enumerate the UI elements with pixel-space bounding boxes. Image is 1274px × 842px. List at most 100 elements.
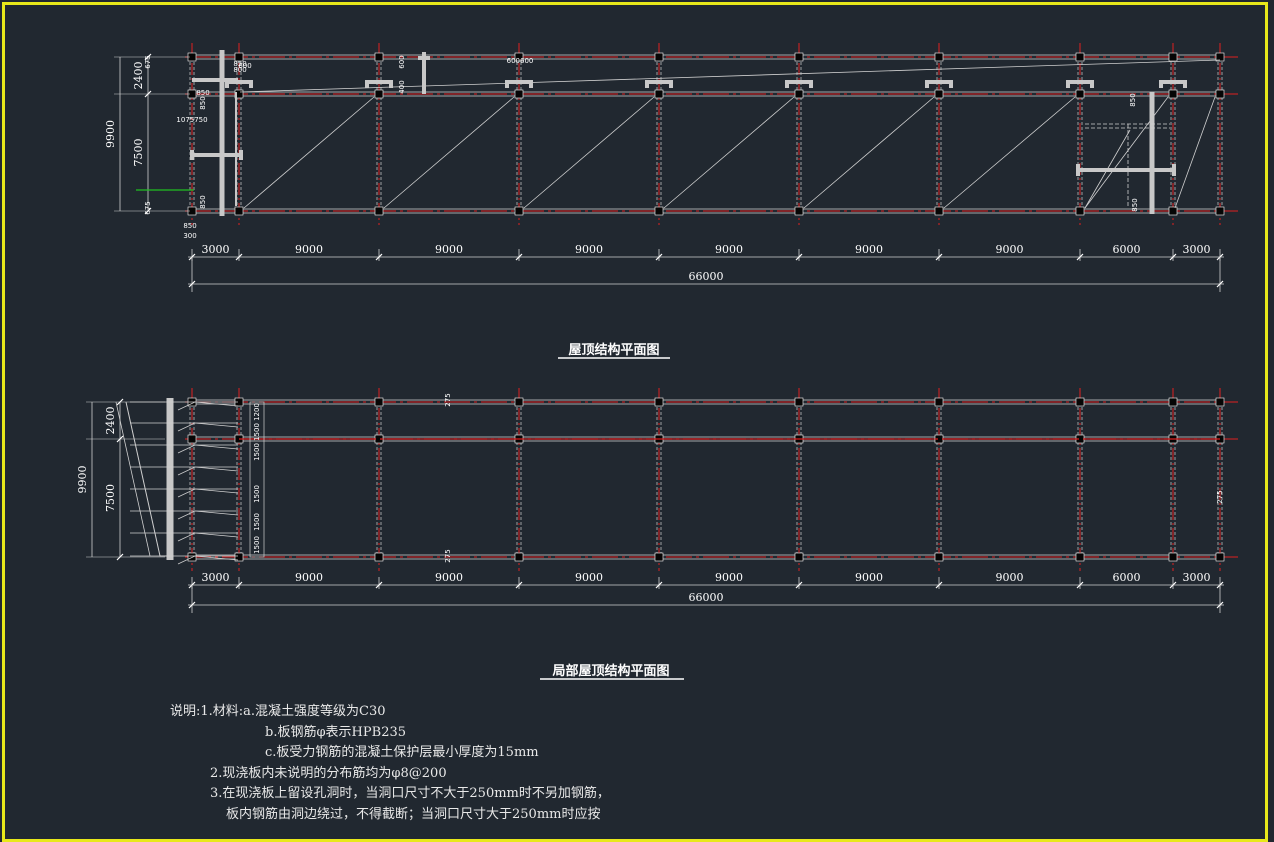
rebar-bar: [190, 78, 243, 160]
span-slash: [1169, 253, 1177, 261]
span-label: 9000: [715, 243, 743, 256]
left-dim-slash: [116, 398, 124, 406]
slab-diagonal-upper: [239, 59, 1221, 93]
column: [514, 397, 524, 407]
note-line-1: 说明:1.材料:a.混凝土强度等级为C30: [170, 704, 386, 719]
note-line-4: 2.现浇板内未说明的分布筋均为φ8@200: [210, 765, 447, 781]
column: [1168, 52, 1178, 62]
span-slash: [795, 253, 803, 261]
cantilever-rib-curve: [177, 401, 239, 411]
column: [374, 89, 384, 99]
rebar-hook: [505, 80, 533, 88]
rebar-size-label: 675: [144, 55, 152, 68]
span-label: 9000: [996, 571, 1024, 584]
span-label: 9000: [575, 571, 603, 584]
span-slash: [935, 581, 943, 589]
span-slash: [515, 581, 523, 589]
column: [514, 206, 524, 216]
column: [374, 397, 384, 407]
span-label: 9000: [855, 243, 883, 256]
rebar-size-label: 600: [398, 55, 406, 68]
rebar-size-label: 1500: [253, 443, 261, 461]
span-label: 9000: [855, 571, 883, 584]
span-slash: [1169, 581, 1177, 589]
total-slash: [188, 280, 196, 288]
cantilever-rib-curve: [177, 422, 239, 432]
span-label: 9000: [435, 243, 463, 256]
rebar-bar: [1076, 164, 1176, 176]
span-slash: [1076, 253, 1084, 261]
note-line-3: c.板受力钢筋的混凝土保护层最小厚度为15mm: [265, 745, 539, 760]
column: [1075, 89, 1085, 99]
column: [794, 206, 804, 216]
overall-height-label: 9900: [104, 120, 117, 148]
span-slash: [235, 581, 243, 589]
column: [374, 552, 384, 562]
span-slash: [795, 581, 803, 589]
total-slash: [1216, 280, 1224, 288]
column: [794, 397, 804, 407]
column: [514, 552, 524, 562]
rebar-size-label: 1500: [253, 536, 261, 554]
span-label: 9000: [996, 243, 1024, 256]
rebar-size-label: 675: [144, 201, 152, 214]
rebar-size-label: 275: [444, 393, 452, 406]
slab-diagonal: [383, 96, 515, 209]
span-label: 3000: [1183, 243, 1211, 256]
total-slash: [188, 601, 196, 609]
rebar-hook: [365, 80, 393, 88]
rebar-size-label: 1200: [253, 403, 261, 421]
design-notes: 说明:1.材料:a.混凝土强度等级为C30 b.板钢筋φ表示HPB235 c.板…: [170, 702, 610, 825]
column: [1215, 206, 1225, 216]
column: [654, 89, 664, 99]
column: [1075, 206, 1085, 216]
rebar-size-label: 850: [233, 60, 246, 68]
note-line-2: b.板钢筋φ表示HPB235: [265, 724, 407, 740]
column: [934, 89, 944, 99]
rebar-size-label: 850: [199, 195, 207, 208]
column: [654, 397, 664, 407]
rebar-size-label: 850: [196, 89, 209, 97]
span-slash: [935, 253, 943, 261]
column: [934, 206, 944, 216]
top-plan-title: 屋顶结构平面图: [568, 342, 659, 358]
slab-diagonal: [523, 96, 655, 209]
slab-diagonal: [243, 96, 375, 209]
rebar-size-label: 300: [183, 232, 196, 240]
rebar-size-label: 850: [199, 96, 207, 109]
cantilever-rib-curve: [177, 466, 239, 476]
rebar-size-label: 850: [1129, 93, 1137, 106]
column: [187, 552, 197, 562]
total-span-label: 66000: [689, 270, 724, 283]
rebar-size-label: 1075750: [176, 116, 207, 124]
rebar-size-label: 850: [183, 222, 196, 230]
rebar-size-label: 1500: [253, 485, 261, 503]
rebar-hook: [1066, 80, 1094, 88]
column: [1075, 552, 1085, 562]
cantilever-rib-curve: [177, 444, 239, 454]
column: [794, 52, 804, 62]
left-dim-slash: [144, 207, 152, 215]
column: [794, 89, 804, 99]
column: [1215, 52, 1225, 62]
column: [794, 552, 804, 562]
bottom-plan-title: 局部屋顶结构平面图: [552, 663, 669, 679]
rebar-hook: [925, 80, 953, 88]
rebar-size-label: 1500: [253, 513, 261, 531]
column: [374, 206, 384, 216]
rebar-strip: [249, 401, 265, 558]
column: [374, 52, 384, 62]
rebar-size-label: 800: [233, 66, 246, 74]
note-line-6: 板内钢筋由洞边绕过，不得截断；当洞口尺寸大于250mm时应按: [226, 806, 601, 822]
column: [934, 52, 944, 62]
column: [1075, 52, 1085, 62]
slab-diagonal: [1084, 96, 1169, 209]
span-label: 9000: [715, 571, 743, 584]
rebar-size-label: 600600: [507, 57, 534, 65]
span-label: 9000: [435, 571, 463, 584]
rebar-size-label: 600: [238, 62, 251, 70]
bracket-outline: [115, 401, 151, 557]
upper-bay-label: 2400: [104, 407, 117, 435]
column: [187, 434, 197, 444]
